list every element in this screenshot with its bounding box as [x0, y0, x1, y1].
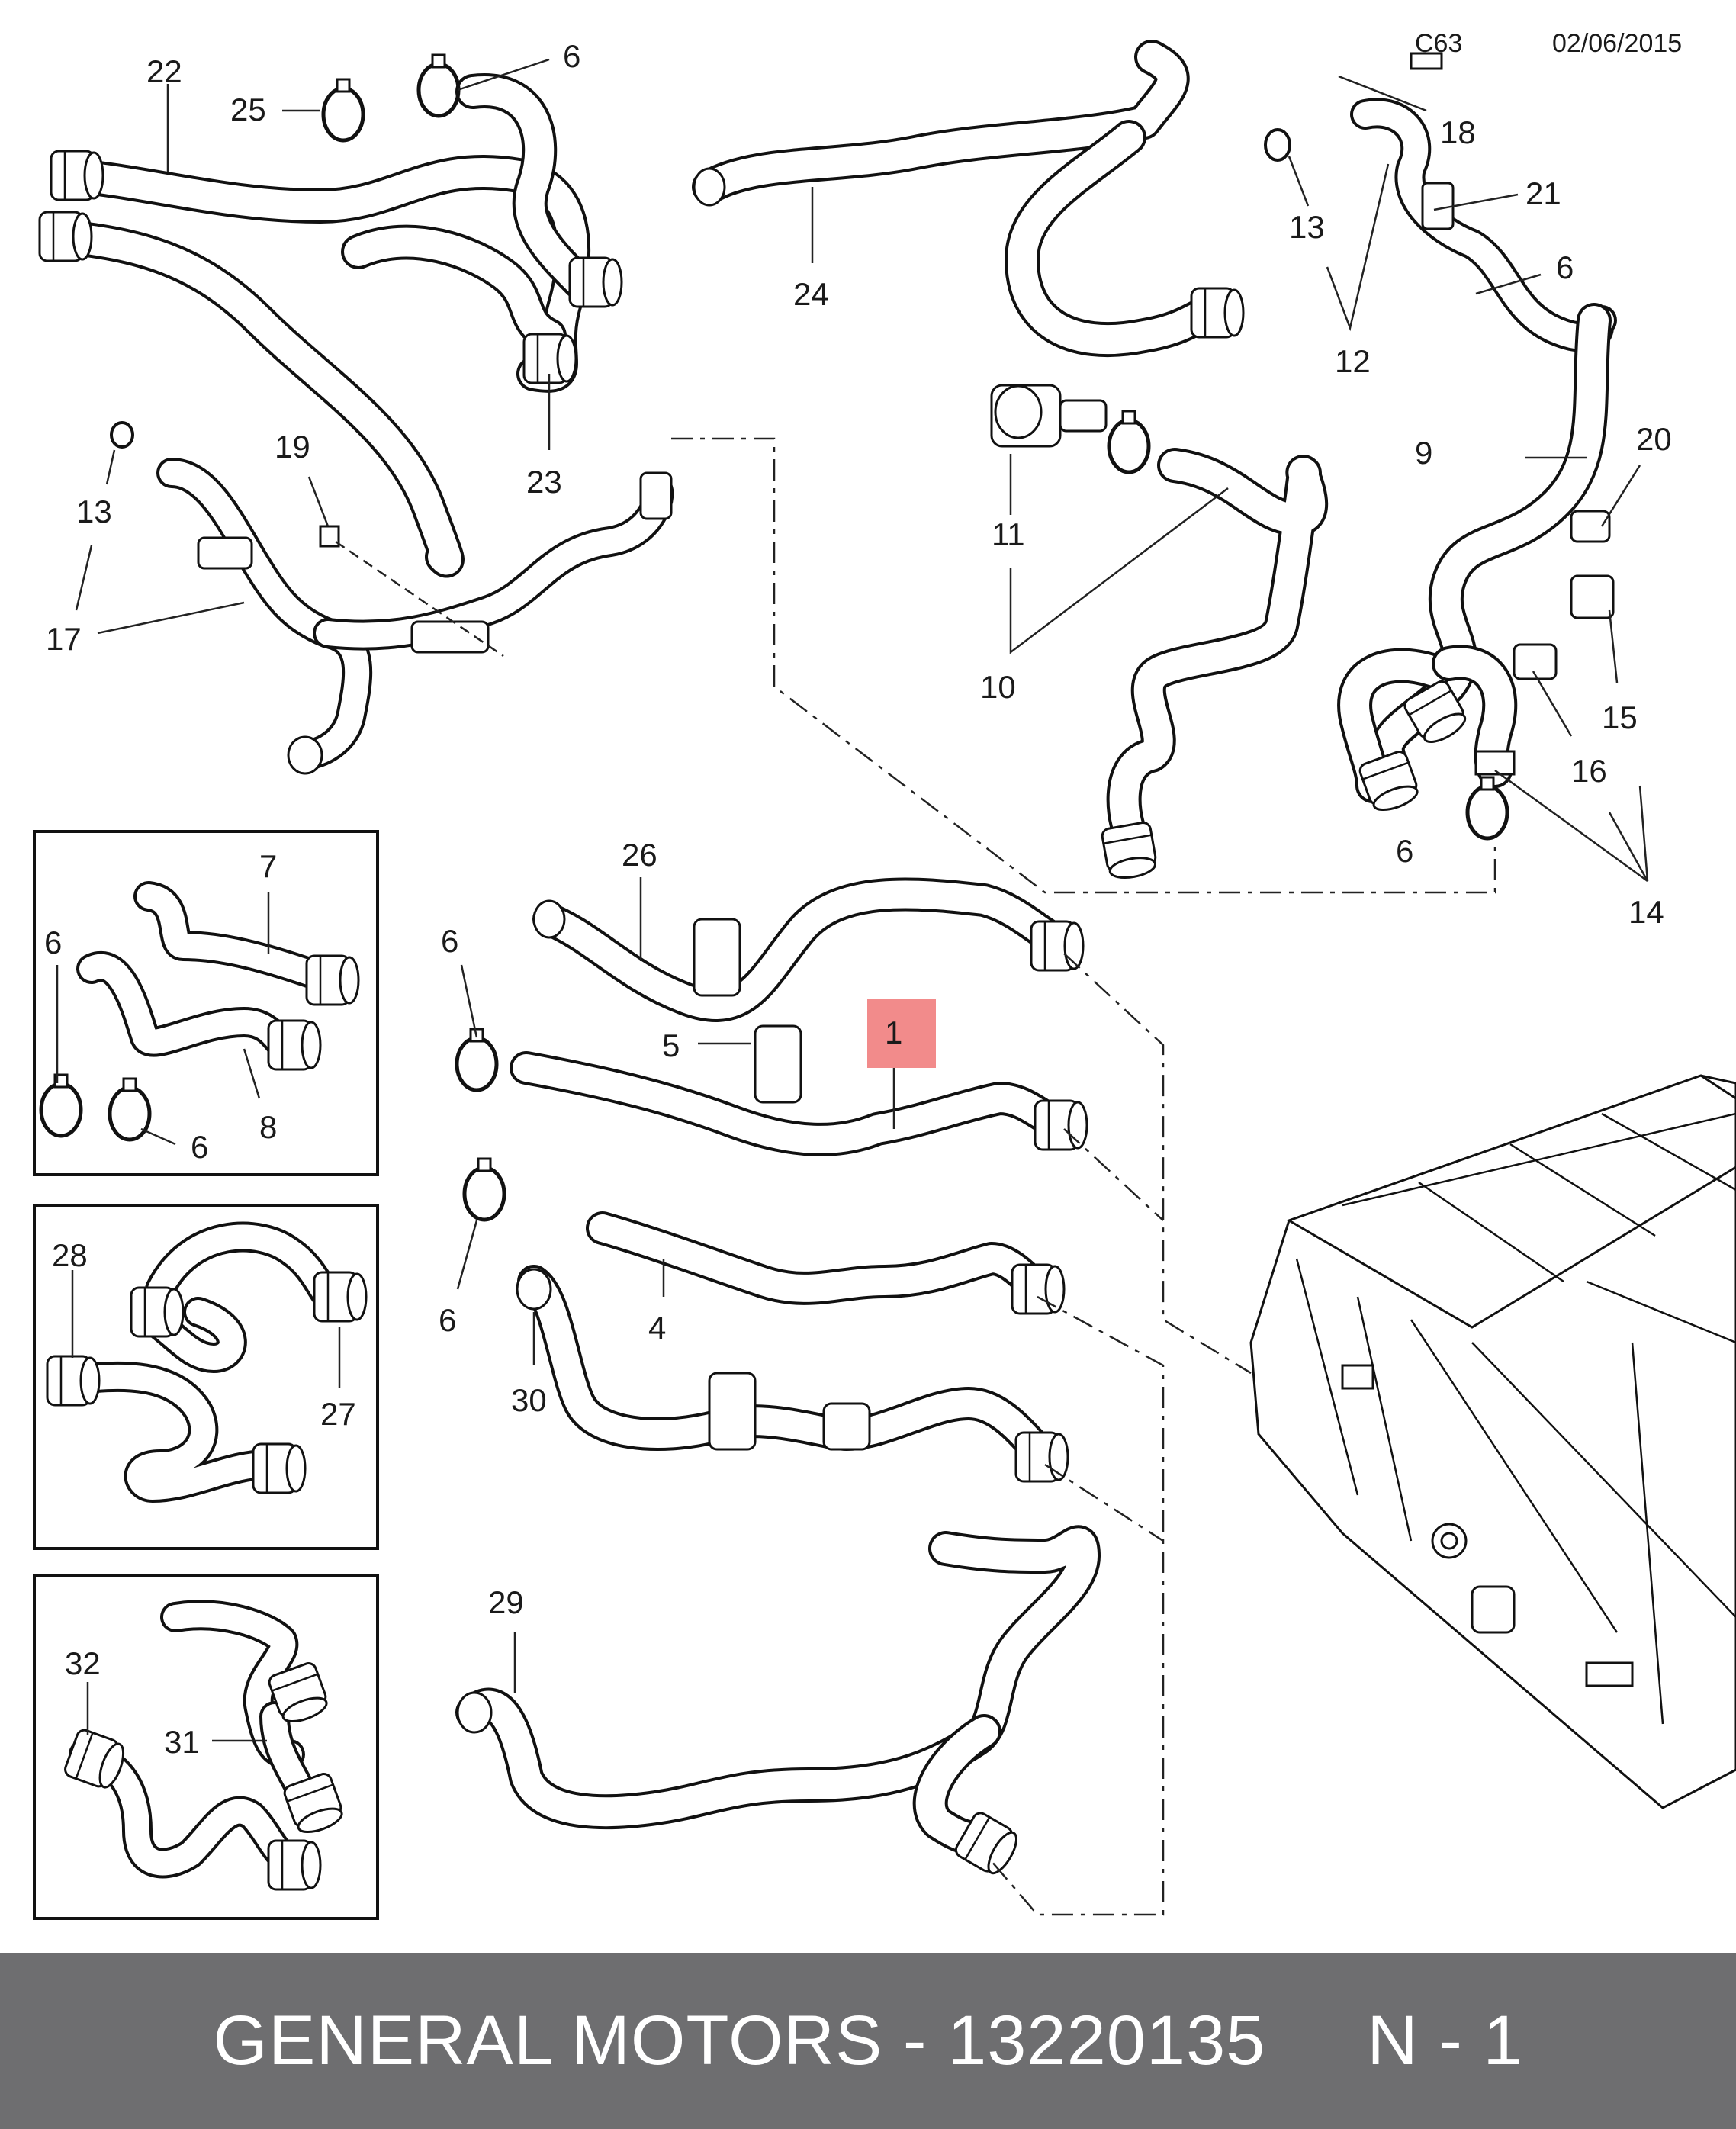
callout-12: 12	[1335, 343, 1371, 379]
callout-13-top-right: 13	[1289, 209, 1325, 245]
callout-6-center-bottom: 6	[439, 1302, 456, 1338]
callout-6-panel-bottom: 6	[191, 1129, 208, 1165]
footer-page: N - 1	[1367, 2002, 1523, 2079]
callout-4: 4	[648, 1310, 666, 1346]
callout-30: 30	[511, 1382, 547, 1418]
parts-diagram: C63 02/06/2015 22 25 6 23 24	[33, 29, 1736, 1920]
footer-brand: GENERAL MOTORS	[213, 2002, 883, 2079]
panel-7-8	[33, 830, 379, 1176]
footer-part-number: 13220135	[947, 2002, 1266, 2079]
callout-6-top-right: 6	[1556, 249, 1574, 285]
callout-9: 9	[1415, 435, 1432, 471]
callout-19: 19	[275, 429, 310, 465]
hose-assembly-1	[457, 1024, 1088, 1156]
diagram-date: 02/06/2015	[1552, 29, 1682, 58]
callout-24: 24	[793, 276, 829, 312]
callout-23: 23	[526, 464, 562, 500]
callout-6-top-left: 6	[563, 38, 580, 74]
hose-assembly-29	[455, 1525, 1101, 1880]
callout-28: 28	[52, 1237, 88, 1273]
callout-8: 8	[259, 1109, 277, 1145]
footer-separator: -	[902, 2002, 927, 2079]
hose-assembly-22	[38, 55, 623, 578]
callout-5: 5	[662, 1028, 680, 1063]
hose-assembly-10	[990, 384, 1329, 883]
callout-15: 15	[1602, 699, 1638, 735]
callout-25: 25	[230, 92, 266, 127]
highlight-box-part-1	[867, 999, 936, 1068]
callout-6-panel-top: 6	[44, 925, 62, 960]
hose-assembly-9	[1264, 52, 1617, 838]
hose-assembly-24	[692, 40, 1245, 358]
callout-32: 32	[65, 1645, 101, 1681]
panel-27-28	[33, 1204, 379, 1550]
callout-26: 26	[622, 837, 657, 873]
hose-assembly-4	[465, 1159, 1066, 1315]
callout-7: 7	[259, 848, 277, 884]
callout-11: 11	[992, 516, 1025, 552]
hose-assembly-26	[532, 877, 1085, 1022]
callout-1: 1	[885, 1015, 902, 1050]
callout-6-center-top: 6	[441, 923, 458, 959]
footer-gap	[1265, 2001, 1367, 2081]
callout-18: 18	[1440, 114, 1476, 150]
callout-31: 31	[164, 1724, 200, 1760]
callout-20: 20	[1636, 421, 1672, 457]
callout-21: 21	[1525, 175, 1561, 211]
callout-6-right: 6	[1396, 833, 1413, 869]
callout-29: 29	[488, 1584, 524, 1620]
callout-27: 27	[320, 1396, 356, 1432]
callout-14: 14	[1628, 894, 1664, 930]
callout-17: 17	[46, 621, 82, 657]
callout-22: 22	[146, 53, 182, 89]
callout-13-left: 13	[76, 494, 112, 529]
hose-assembly-17	[110, 421, 674, 775]
footer-bar: GENERAL MOTORS - 13220135 N - 1	[0, 1953, 1736, 2129]
panel-31-32	[33, 1574, 379, 1920]
hvac-module	[1249, 1074, 1736, 1809]
hose-assembly-30	[516, 1265, 1069, 1483]
callout-16: 16	[1571, 753, 1607, 789]
callout-10: 10	[980, 669, 1016, 705]
